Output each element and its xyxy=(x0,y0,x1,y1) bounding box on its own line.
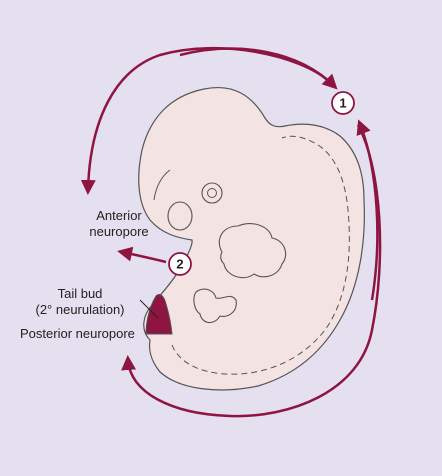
optic-vesicle xyxy=(167,201,193,231)
label-anterior-neuropore: Anterior neuropore xyxy=(72,208,166,240)
arrow-top-to-right xyxy=(179,47,338,90)
arrow-step2-to-anterior xyxy=(117,246,167,264)
step-1-number: 1 xyxy=(339,96,346,111)
head-fold-line xyxy=(153,169,171,201)
label-anterior-line1: Anterior xyxy=(96,208,142,223)
label-tail-bud: Tail bud (2° neurulation) xyxy=(26,286,134,318)
otic-vesicle-outer xyxy=(201,182,223,204)
step-2-number: 2 xyxy=(176,257,183,272)
tail-bud-pointer-line xyxy=(139,299,159,319)
otic-vesicle-inner xyxy=(207,188,217,198)
step-1-circle xyxy=(331,91,355,115)
label-anterior-line2: neuropore xyxy=(89,224,149,239)
label-posterior-neuropore: Posterior neuropore xyxy=(20,326,135,342)
heart-bulge xyxy=(218,223,287,279)
arrow-top-to-anterior xyxy=(80,46,331,195)
tail-bud-region xyxy=(145,293,173,335)
label-tail-bud-line2: (2° neurulation) xyxy=(35,302,125,317)
limb-bud xyxy=(193,288,237,324)
step-2-circle xyxy=(168,252,192,276)
neural-tube-dashed-line xyxy=(171,135,350,375)
arrow-right-to-posterior xyxy=(121,124,382,418)
step-2-marker: 2 xyxy=(168,252,192,276)
label-posterior-neuropore-text: Posterior neuropore xyxy=(20,326,135,341)
label-tail-bud-line1: Tail bud xyxy=(57,286,103,301)
step-1-marker: 1 xyxy=(331,91,355,115)
arrow-right-up xyxy=(356,119,379,301)
